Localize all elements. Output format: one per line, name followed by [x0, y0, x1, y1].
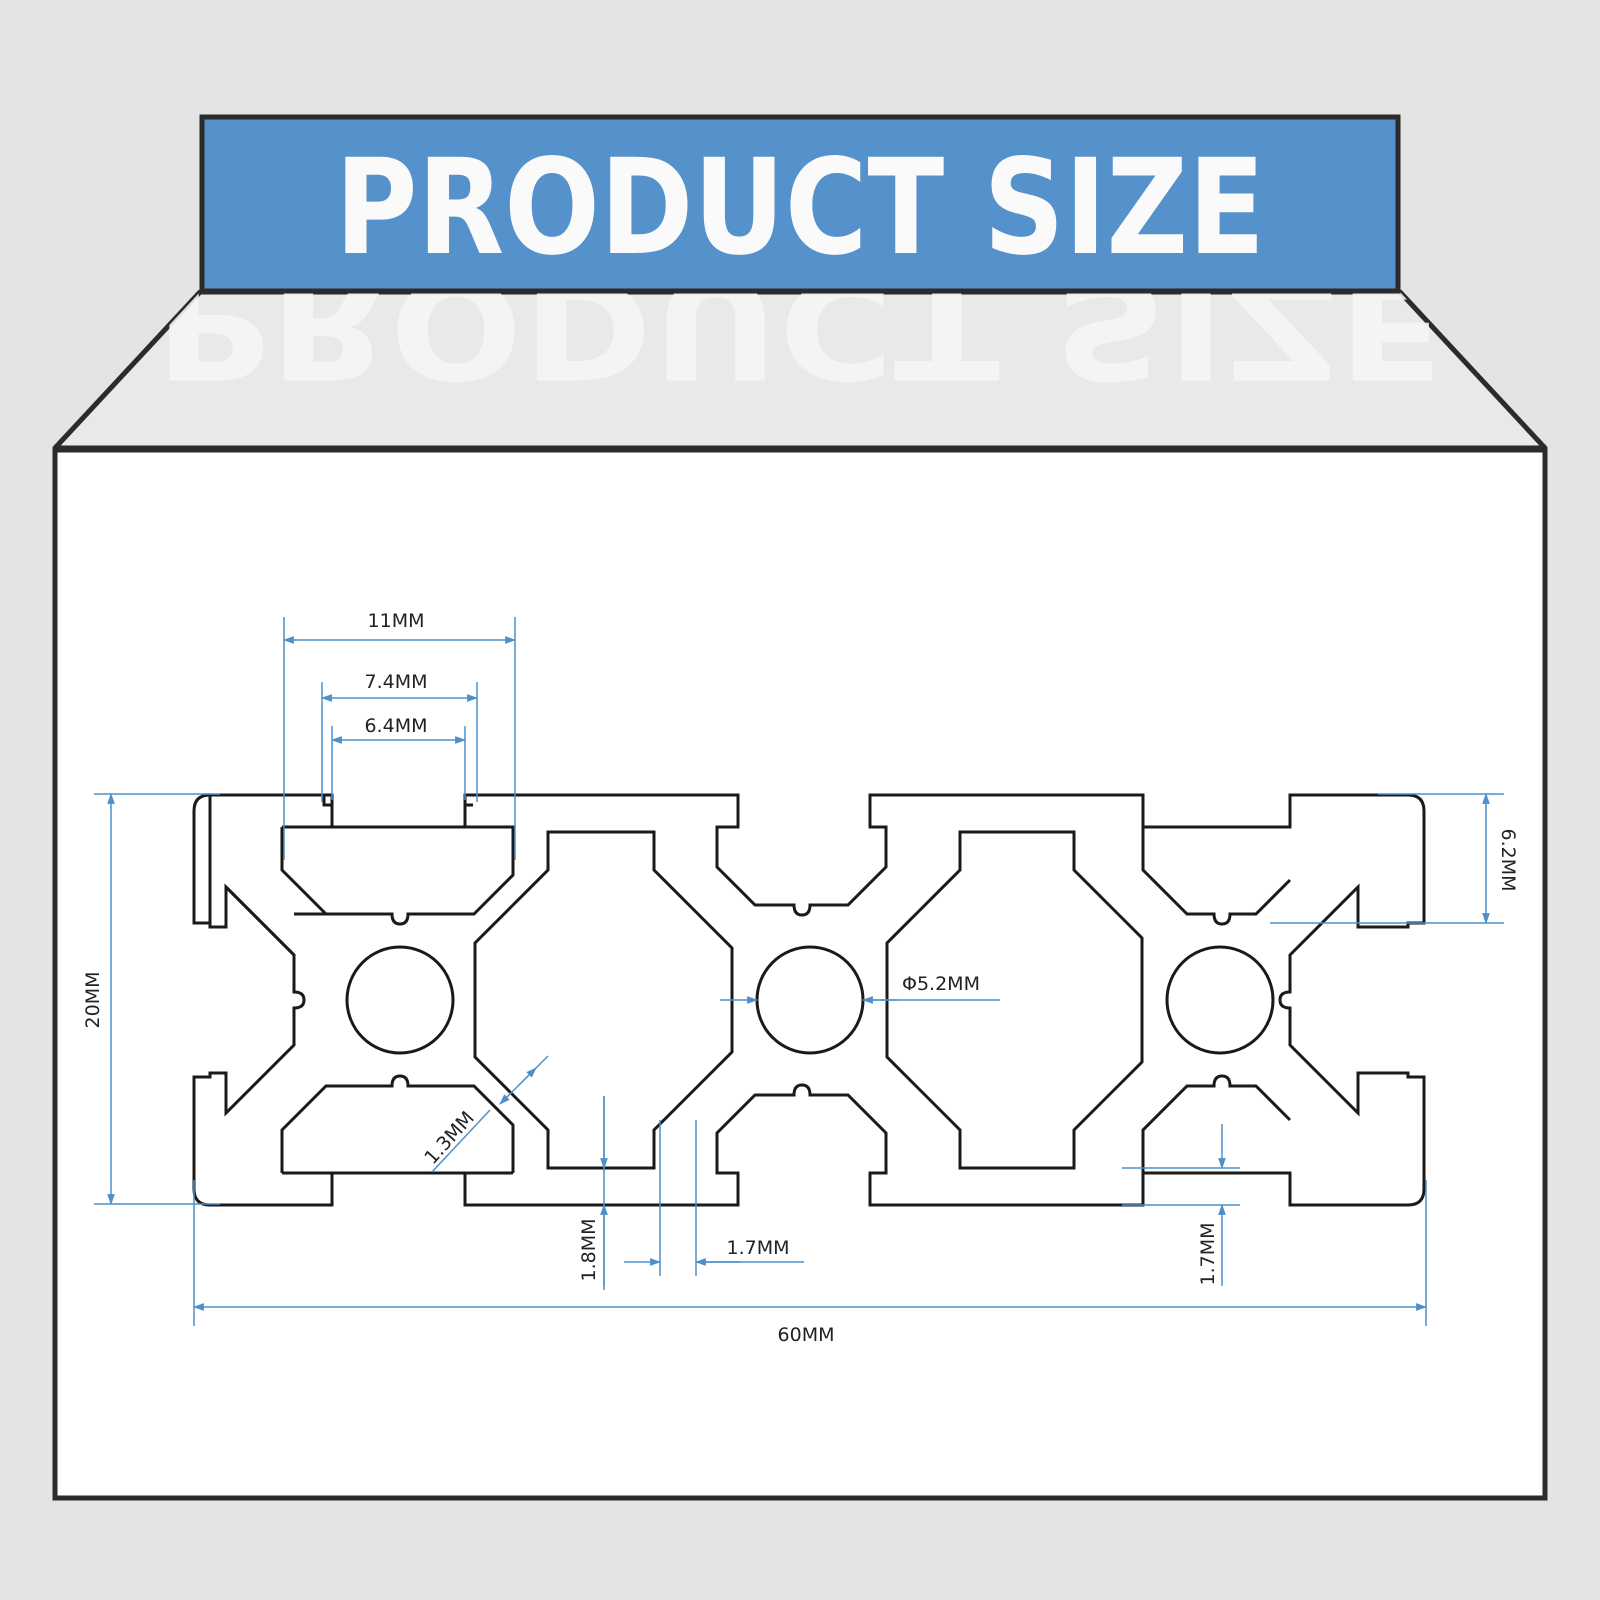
dim-slot-outer: 11MM — [368, 610, 425, 632]
dim-web-wall: 1.7MM — [726, 1237, 789, 1259]
left-upper-pocket — [224, 885, 326, 992]
title-banner — [199, 114, 1401, 294]
left-slot-top — [208, 795, 515, 927]
dim-bottom-wall: 1.8MM — [578, 1218, 600, 1281]
title-reflection: PRODUCT SIZE — [155, 247, 1445, 408]
title-reflection-text: PRODUCT SIZE — [155, 247, 1445, 408]
profile-outline — [192, 793, 1426, 1207]
dim-flange-wall: 1.7MM — [1197, 1222, 1219, 1285]
chamber-right — [885, 830, 1144, 1170]
right-slot-bottom — [1141, 1074, 1292, 1173]
right-slot-top — [1141, 827, 1292, 926]
aluminum-profile — [192, 793, 1426, 1207]
centre-web-top — [715, 827, 888, 867]
dim-hole-diameter: Φ5.2MM — [902, 973, 980, 995]
dim-width: 60MM — [778, 1324, 835, 1346]
page-title: PRODUCT SIZE — [335, 131, 1265, 285]
core-hole-right — [1165, 945, 1275, 1055]
dim-height: 20MM — [82, 972, 104, 1029]
core-hole-left — [345, 945, 455, 1055]
drawing-panel — [52, 447, 1548, 1501]
dimension-lines — [94, 617, 1504, 1326]
left-slot-bottom — [280, 1074, 515, 1173]
top-slot-left — [282, 795, 334, 829]
dim-slot-mid: 7.4MM — [364, 671, 427, 693]
chamber-left — [473, 830, 734, 1170]
dim-slot-depth: 6.2MM — [1497, 828, 1519, 891]
dim-slot-inner: 6.4MM — [364, 715, 427, 737]
